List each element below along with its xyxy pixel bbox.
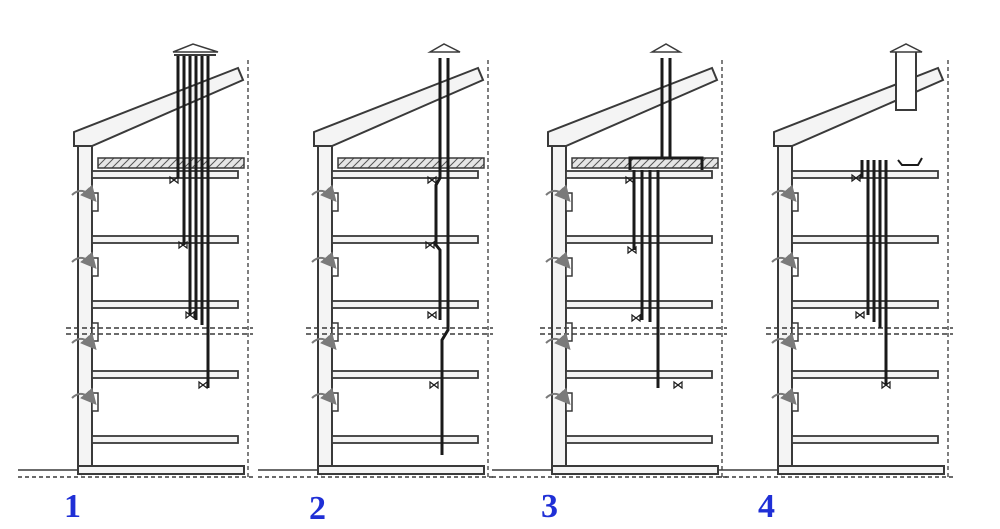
chimney-cap [172, 43, 219, 53]
roof [547, 66, 719, 147]
window [565, 192, 573, 212]
window [331, 192, 339, 212]
scheme-3 [492, 43, 727, 480]
valve-icon [627, 245, 637, 255]
external-wall [317, 137, 333, 473]
scheme-1 [18, 43, 253, 480]
airflow-arrow-icon [311, 387, 337, 406]
valve-icon [425, 240, 435, 250]
floor-slab [91, 435, 239, 444]
floor-slab [565, 370, 713, 379]
base-slab [317, 465, 485, 475]
chimney-cap [889, 43, 923, 53]
floor-slab [791, 235, 939, 244]
window [91, 322, 99, 342]
airflow-arrow-icon [545, 387, 571, 406]
valve-icon [427, 310, 437, 320]
airflow-arrow-icon [71, 387, 97, 406]
valve-icon [631, 313, 641, 323]
floor-slab [331, 300, 479, 309]
floor-slab [91, 170, 239, 179]
duct [440, 58, 450, 455]
collector [897, 157, 923, 166]
ground-slope [258, 469, 323, 476]
attic-insulation [337, 157, 485, 169]
valve-icon [881, 380, 891, 390]
duct [434, 58, 442, 320]
exhaust-shaft [895, 49, 917, 111]
airflow-arrow-icon [545, 184, 571, 203]
external-wall [551, 137, 567, 473]
airflow-arrow-icon [311, 184, 337, 203]
chimney-cap [427, 43, 461, 53]
airflow-arrow-icon [771, 251, 797, 270]
scheme-label-1: 1 [64, 488, 81, 525]
base-slab [551, 465, 719, 475]
ground-slope [18, 469, 83, 476]
valve-icon [625, 175, 635, 185]
window [565, 257, 573, 277]
window [791, 192, 799, 212]
floor-slab [91, 235, 239, 244]
window [565, 322, 573, 342]
scheme-4 [718, 43, 953, 480]
roof [313, 66, 485, 147]
roof [73, 66, 245, 147]
airflow-arrow-icon [71, 184, 97, 203]
valve-icon [855, 310, 865, 320]
airflow-arrow-icon [771, 184, 797, 203]
floor-slab [331, 235, 479, 244]
floor-slab [91, 370, 239, 379]
airflow-arrow-icon [71, 251, 97, 270]
valve-icon [169, 175, 179, 185]
airflow-arrow-icon [771, 387, 797, 406]
floor-slab [791, 435, 939, 444]
roof [773, 66, 945, 147]
airflow-arrow-icon [71, 332, 97, 351]
scheme-2 [258, 43, 493, 480]
valve-icon [198, 380, 208, 390]
base-slab [77, 465, 245, 475]
airflow-arrow-icon [545, 332, 571, 351]
floor-slab [331, 370, 479, 379]
valve-icon [673, 380, 683, 390]
attic-insulation [97, 157, 245, 169]
valve-icon [178, 240, 188, 250]
airflow-arrow-icon [545, 251, 571, 270]
collector [628, 156, 704, 170]
window [91, 192, 99, 212]
scheme-label-3: 3 [541, 488, 558, 525]
floor-slab [791, 170, 939, 179]
floor-slab [565, 300, 713, 309]
window [791, 322, 799, 342]
floor-slab [331, 170, 479, 179]
chimney-cap [649, 43, 683, 53]
valve-icon [429, 380, 439, 390]
floor-slab [791, 370, 939, 379]
window [331, 257, 339, 277]
ground-slope [492, 469, 557, 476]
ground-slope [718, 469, 783, 476]
base-slab [777, 465, 945, 475]
airflow-arrow-icon [311, 251, 337, 270]
floor-slab [331, 435, 479, 444]
valve-icon [185, 310, 195, 320]
floor-slab [565, 235, 713, 244]
window [91, 257, 99, 277]
floor-slab [791, 300, 939, 309]
window [331, 322, 339, 342]
window [791, 257, 799, 277]
floor-slab [91, 300, 239, 309]
external-wall [777, 137, 793, 473]
valve-icon [427, 175, 437, 185]
airflow-arrow-icon [771, 332, 797, 351]
scheme-label-4: 4 [758, 488, 775, 525]
airflow-arrow-icon [311, 332, 337, 351]
valve-icon [851, 173, 861, 183]
scheme-label-2: 2 [309, 490, 326, 527]
external-wall [77, 137, 93, 473]
floor-slab [565, 170, 713, 179]
floor-slab [565, 435, 713, 444]
